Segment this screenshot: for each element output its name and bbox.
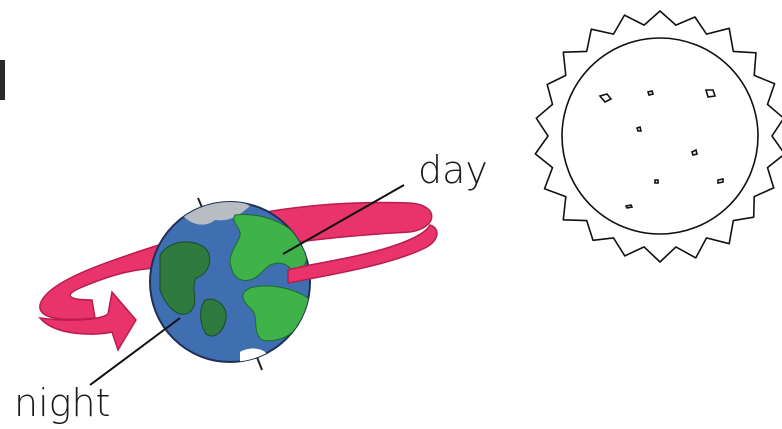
night-label: night bbox=[14, 381, 110, 425]
sun-icon bbox=[535, 11, 782, 262]
earth-globe bbox=[150, 198, 310, 370]
day-label: day bbox=[418, 148, 488, 192]
cropped-glyph bbox=[0, 60, 5, 100]
